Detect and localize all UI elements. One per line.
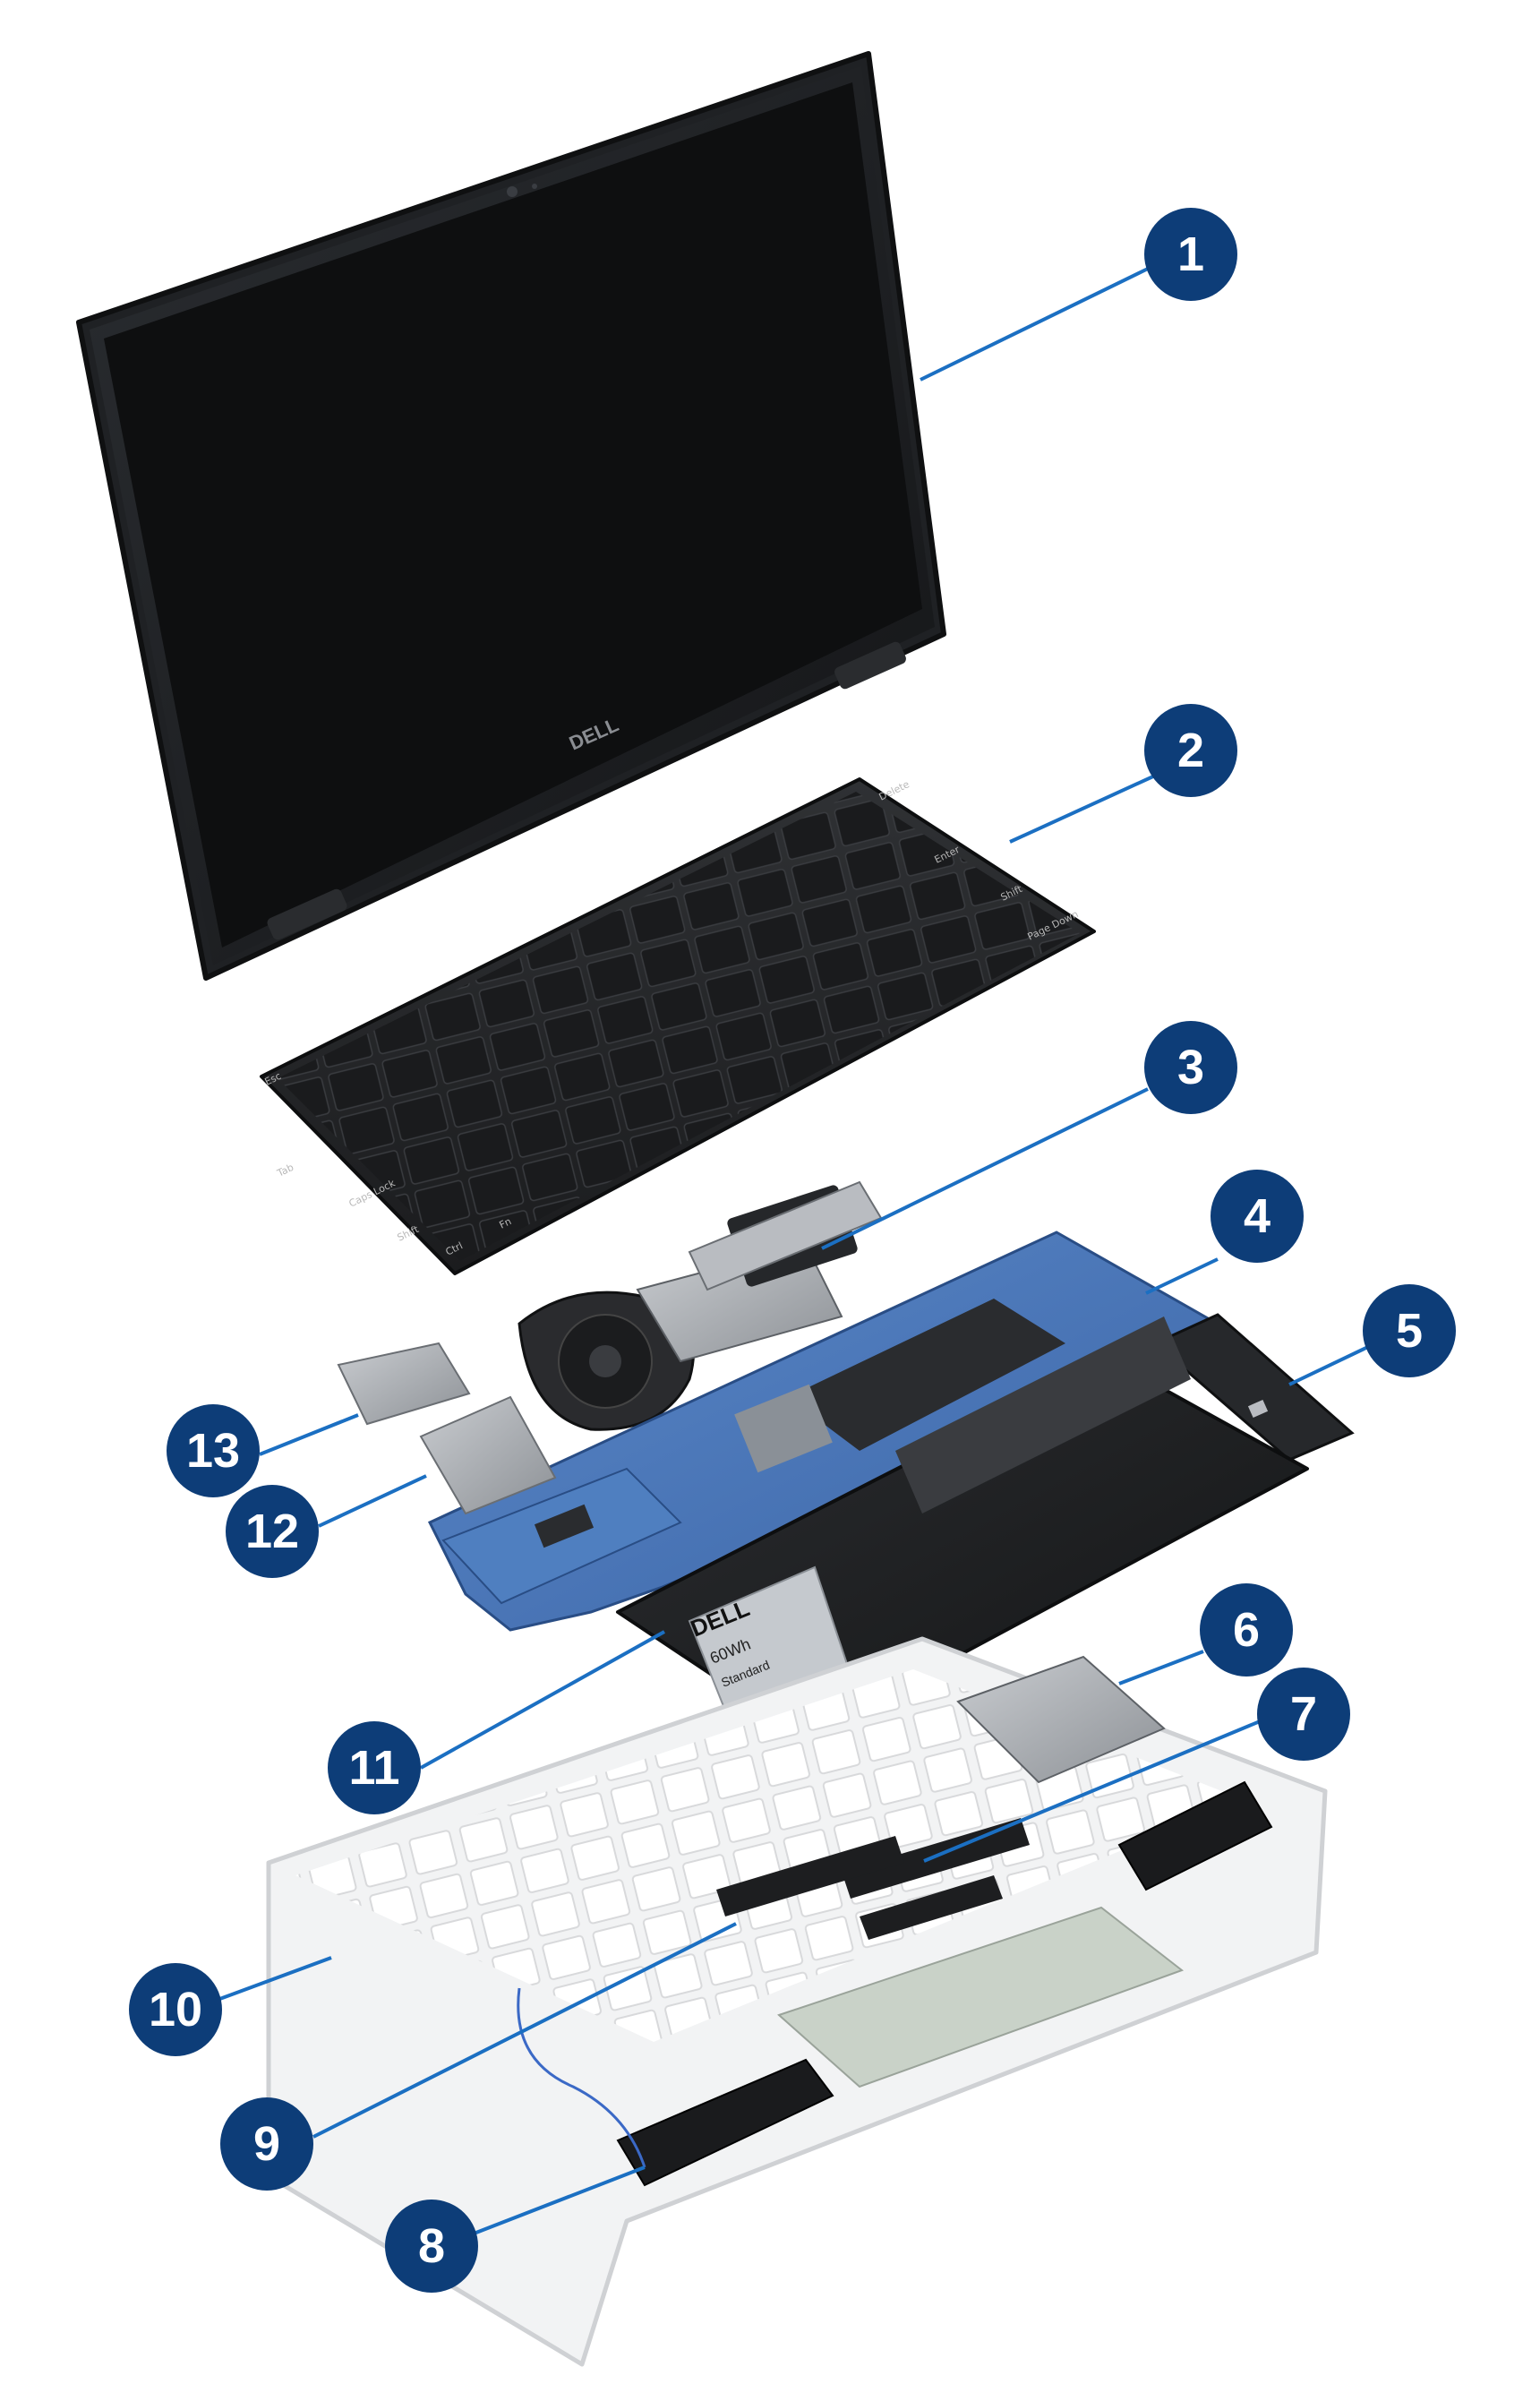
leader-line-4 (1145, 1257, 1219, 1295)
leader-lines (214, 267, 1373, 2237)
leader-line-11 (420, 1630, 665, 1770)
callout-9: 9 (220, 2097, 313, 2191)
led-board (716, 1836, 904, 1917)
leader-line-5 (1288, 1343, 1373, 1386)
svg-text:Tab: Tab (275, 1162, 295, 1179)
callout-11: 11 (328, 1721, 421, 1814)
leader-line-6 (1118, 1650, 1204, 1685)
wlan-card (337, 1342, 471, 1426)
callout-12: 12 (226, 1485, 319, 1578)
leader-line-8 (468, 2165, 646, 2237)
callout-2: 2 (1144, 704, 1237, 797)
callout-3: 3 (1144, 1021, 1237, 1114)
cpu-die (734, 1384, 833, 1473)
leader-line-2 (1009, 765, 1176, 844)
speaker-right (1117, 1780, 1273, 1891)
heatsink-fan (518, 1180, 883, 1431)
system-board (427, 1231, 1230, 1632)
leader-line-3 (821, 1087, 1149, 1250)
display-hinge-right (834, 641, 906, 690)
leader-line-12 (318, 1474, 427, 1528)
touchpad (777, 1906, 1185, 2088)
display-hinge-left (267, 888, 347, 940)
callout-5: 5 (1363, 1284, 1456, 1377)
svg-text:Fn: Fn (498, 1215, 514, 1231)
callout-7: 7 (1257, 1668, 1350, 1761)
callout-6: 6 (1200, 1583, 1293, 1677)
callout-8: 8 (385, 2200, 478, 2293)
palmrest-assembly (266, 1636, 1328, 2367)
speaker-cable (517, 1987, 646, 2168)
callout-4: 4 (1211, 1170, 1304, 1263)
callout-13: 13 (167, 1404, 260, 1497)
leader-line-7 (923, 1718, 1265, 1863)
callout-1: 1 (1144, 208, 1237, 301)
keyboard: Esc Tab Caps Lock Shift Ctrl Fn Delete E… (260, 777, 1096, 1275)
callout-10: 10 (129, 1963, 222, 2056)
leader-line-9 (312, 1922, 737, 2139)
wwan-card (419, 1395, 557, 1515)
smart-card-reader (956, 1655, 1166, 1784)
svg-text:Delete: Delete (877, 778, 911, 803)
display-assembly: DELL (76, 51, 946, 981)
leader-line-1 (920, 267, 1149, 382)
ssd-card (1152, 1313, 1355, 1462)
leader-line-13 (259, 1413, 359, 1456)
webcam-icon (507, 186, 518, 197)
leader-line-10 (214, 1956, 332, 2002)
